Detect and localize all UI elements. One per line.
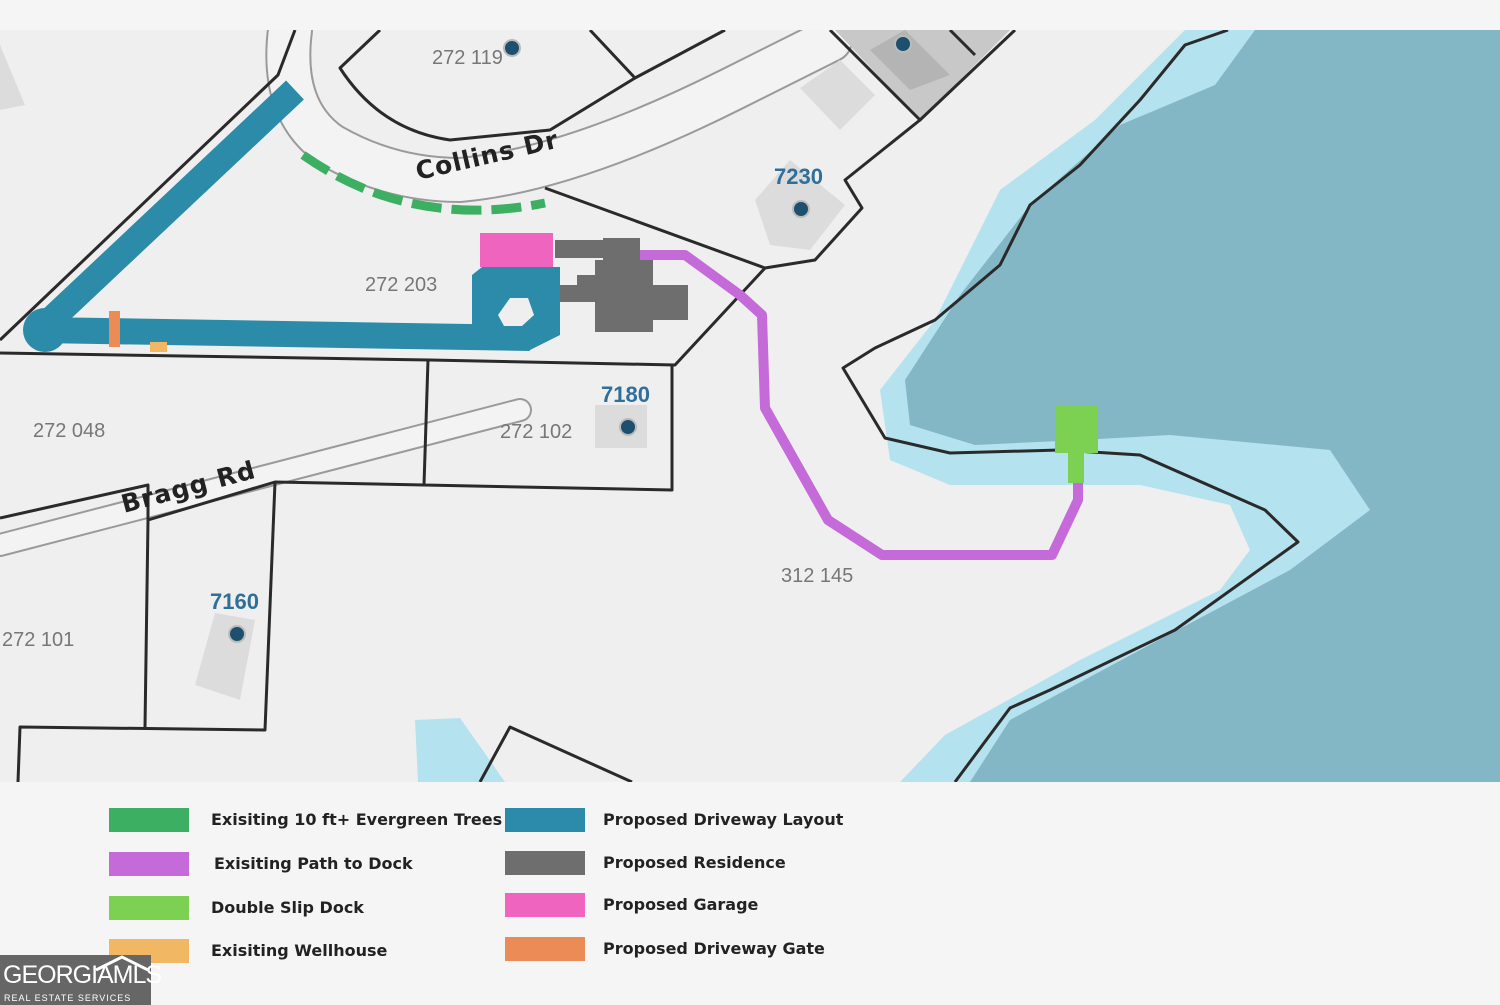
parcel-label: 272 119 <box>432 47 503 69</box>
building-footprint <box>0 45 25 110</box>
collins-dr-surface <box>267 30 851 202</box>
legend-swatch <box>505 808 585 832</box>
address-label: 7230 <box>774 164 823 189</box>
path-to-dock <box>640 250 1083 560</box>
legend-swatch <box>109 808 189 832</box>
parcel-labels: 272 119 272 203 272 048 272 102 272 101 … <box>2 47 853 651</box>
deep-water <box>905 30 1500 782</box>
roof-icon <box>95 955 149 971</box>
house-marker <box>228 625 246 643</box>
parcel-label: 272 102 <box>500 421 572 443</box>
legend-swatch <box>505 893 585 917</box>
address-labels: 7230 7180 7160 <box>210 164 823 614</box>
house-markers <box>228 35 912 643</box>
house-marker <box>503 39 521 57</box>
lake <box>415 30 1500 782</box>
house-marker <box>894 35 912 53</box>
parcel-label: 272 101 <box>2 629 74 651</box>
house-marker <box>619 418 637 436</box>
building-footprint <box>870 30 950 90</box>
parcel-label: 272 203 <box>365 274 437 296</box>
pond <box>415 718 505 782</box>
legend-swatch <box>109 896 189 920</box>
evergreen-trees <box>300 151 546 215</box>
legend-label: Exisiting Path to Dock <box>214 854 413 873</box>
parking-island <box>498 298 534 326</box>
logo-brand: GEORGIAMLS <box>3 961 162 989</box>
legend-swatch <box>505 851 585 875</box>
driveway-gate <box>109 311 120 347</box>
legend-label: Proposed Garage <box>603 895 759 914</box>
map-legend: Exisiting 10 ft+ Evergreen Trees Exisiti… <box>0 782 1500 1005</box>
legend-swatch <box>109 852 189 876</box>
address-label: 7180 <box>601 382 650 407</box>
map-canvas: 272 119 272 203 272 048 272 102 272 101 … <box>0 30 1500 782</box>
legend-label: Double Slip Dock <box>211 898 364 917</box>
driveway-turnaround <box>23 308 67 352</box>
address-label: 7160 <box>210 589 259 614</box>
legend-label: Proposed Driveway Gate <box>603 939 825 958</box>
legend-label: Proposed Driveway Layout <box>603 810 844 829</box>
georgia-mls-logo: GEORGIAMLS REAL ESTATE SERVICES <box>0 955 162 1005</box>
building-footprint <box>800 60 875 130</box>
legend-label: Proposed Residence <box>603 853 786 872</box>
legend-swatch <box>505 937 585 961</box>
house-marker <box>792 200 810 218</box>
proposed-garage <box>480 233 553 267</box>
legend-label: Exisiting 10 ft+ Evergreen Trees <box>211 810 503 829</box>
proposed-driveway <box>23 80 560 352</box>
parcel-label: 312 145 <box>781 565 853 587</box>
bragg-rd-surface <box>0 400 530 555</box>
double-slip-dock <box>1055 406 1098 483</box>
legend-label: Exisiting Wellhouse <box>211 941 388 960</box>
logo-tagline: REAL ESTATE SERVICES <box>4 993 132 1003</box>
parcel-label: 272 048 <box>33 420 105 442</box>
proposed-residence <box>555 238 688 332</box>
parcel-boundaries <box>0 30 1300 782</box>
wellhouse <box>150 342 167 352</box>
site-plan-map: 272 119 272 203 272 048 272 102 272 101 … <box>0 30 1500 782</box>
